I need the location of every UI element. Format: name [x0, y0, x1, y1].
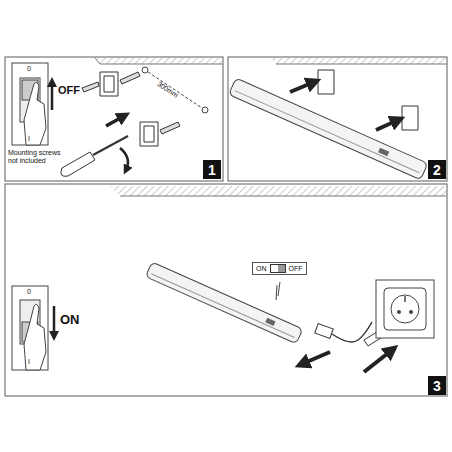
step-number: 1 — [203, 160, 221, 179]
node-text: 3 — [433, 378, 441, 394]
dimension: 300mm — [156, 80, 180, 99]
note: Mounting screws not included — [8, 149, 64, 164]
step-number: 3 — [428, 376, 446, 395]
switch-mark: I — [28, 135, 30, 143]
switch-mark: 0 — [27, 65, 31, 73]
step-number: 2 — [428, 160, 446, 179]
switch-state: ON — [60, 313, 80, 327]
node-text: OFF — [289, 265, 303, 272]
node-text: 1 — [208, 162, 216, 178]
switch-mark: 0 — [27, 288, 31, 296]
toggle-symbol — [270, 264, 286, 273]
switch-mark: I — [28, 358, 30, 366]
switch-state: OFF — [58, 84, 80, 96]
switch-callout: ON OFF — [252, 262, 307, 275]
node-text: 2 — [433, 162, 441, 178]
node-text: ON — [256, 265, 267, 272]
